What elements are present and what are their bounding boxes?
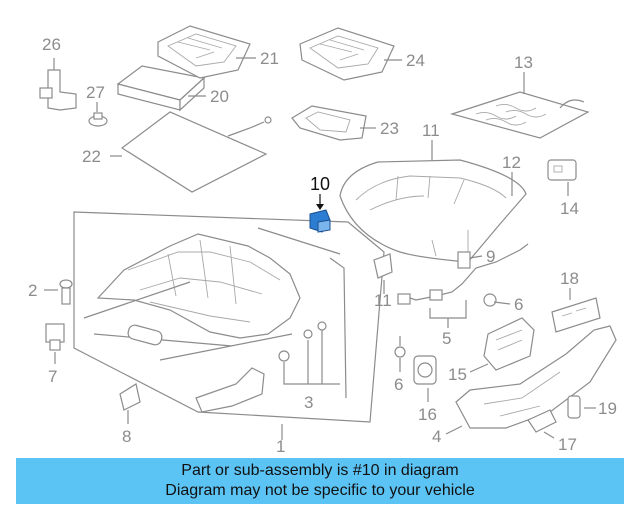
part-4-side-shield (445, 325, 617, 435)
part-1-seat-frame (73, 211, 385, 440)
callout-21: 20 (210, 87, 229, 106)
callout-20: 19 (598, 399, 617, 418)
callout-4: 4 (432, 427, 441, 446)
banner-line-1: Part or sub-assembly is #10 in diagram (181, 462, 459, 479)
parts-diagram: 26 27 21 20 24 22 23 13 11 12 14 10 9 11… (28, 25, 617, 455)
banner-line-2: Diagram may not be specific to your vehi… (165, 482, 475, 499)
part-15-switch (547, 159, 577, 196)
callout-17: 16 (418, 405, 437, 424)
callout-13: 12 (502, 153, 521, 172)
part-21-module (116, 65, 206, 112)
part-11-cap (373, 253, 393, 294)
callout-12: 11 (422, 121, 440, 140)
callout-24: 23 (380, 119, 399, 138)
callout-6-lower: 6 (394, 375, 403, 394)
info-banner: Part or sub-assembly is #10 in diagram D… (16, 458, 624, 504)
callout-22: 21 (260, 49, 279, 68)
part-18-switch-panel (551, 288, 601, 333)
callout-27: 27 (86, 83, 105, 102)
callout-15: 14 (560, 199, 579, 218)
part-23-seat-mat (110, 111, 272, 193)
callout-19: 17 (558, 435, 577, 454)
part-25-control-unit (299, 27, 402, 81)
part-16-motor (469, 317, 535, 373)
part-7-clip (457, 251, 483, 269)
part-5-harness (397, 243, 529, 328)
callout-23: 22 (82, 147, 101, 166)
callout-25: 24 (406, 51, 425, 70)
callout-3: 3 (304, 393, 313, 412)
part-8-clip (45, 323, 65, 364)
part-9-cover (119, 383, 141, 424)
part-22-control-unit (157, 25, 256, 79)
callout-1: 1 (276, 437, 285, 455)
part-19-lever (527, 409, 557, 439)
callout-9: 8 (122, 427, 131, 446)
part-20-knob (567, 395, 596, 419)
callout-10[interactable]: 10 (310, 174, 330, 194)
callout-14: 13 (514, 53, 533, 72)
callout-7: 9 (486, 247, 495, 266)
part-26-bracket (39, 58, 77, 111)
part-24-sensor (291, 105, 376, 141)
part-14-heater (449, 72, 590, 139)
callout-26: 26 (42, 35, 61, 54)
callout-11-label: 11 (374, 291, 392, 310)
part-27-clip (88, 102, 108, 127)
callout-16: 15 (448, 365, 467, 384)
callout-8: 7 (48, 367, 57, 386)
part-10-highlighted[interactable] (309, 194, 331, 233)
callout-5: 5 (442, 329, 451, 348)
part-2-bolt (44, 279, 73, 305)
callout-6-upper: 6 (514, 295, 523, 314)
part-12-cushion-pad (339, 140, 527, 263)
callout-18: 18 (560, 269, 579, 288)
part-17-pump (413, 355, 437, 402)
part-6-screw (394, 293, 511, 372)
callout-2: 2 (28, 281, 37, 300)
